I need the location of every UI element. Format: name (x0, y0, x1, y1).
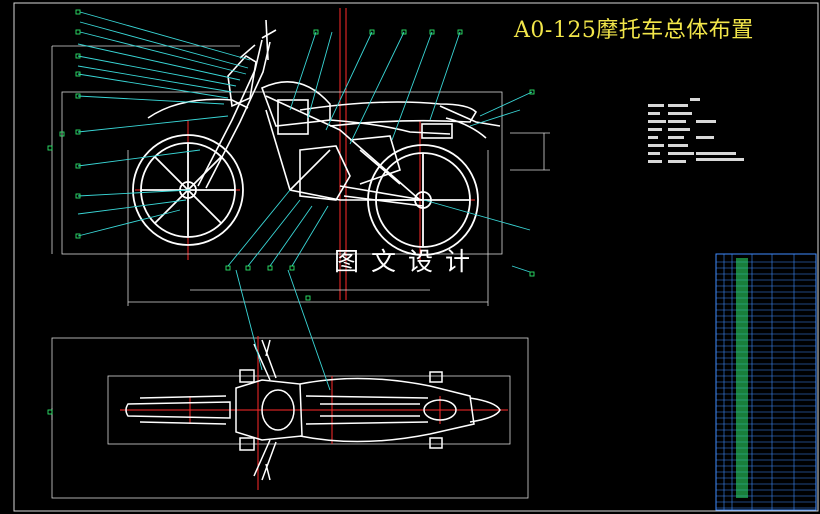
top-dimensions (51, 337, 529, 499)
drawing-title: A0-125摩托车总体布置 (514, 18, 754, 43)
side-dimensions (51, 45, 550, 306)
parts-list-rows (716, 261, 816, 509)
parts-list-entries (736, 258, 748, 498)
motorcycle-body (147, 19, 501, 207)
sheet-border (13, 2, 819, 512)
parts-list-table (715, 253, 817, 511)
watermark: 图文设计 (334, 247, 483, 276)
side-item-tags (47, 9, 535, 301)
top-leader-lines (235, 269, 331, 391)
top-view (47, 269, 529, 499)
side-view (47, 8, 550, 306)
parts-list-columns (723, 254, 795, 510)
side-leader-lines (77, 11, 533, 273)
top-item-tags (47, 409, 53, 415)
technical-notes (648, 98, 744, 163)
top-centerlines (120, 336, 508, 490)
